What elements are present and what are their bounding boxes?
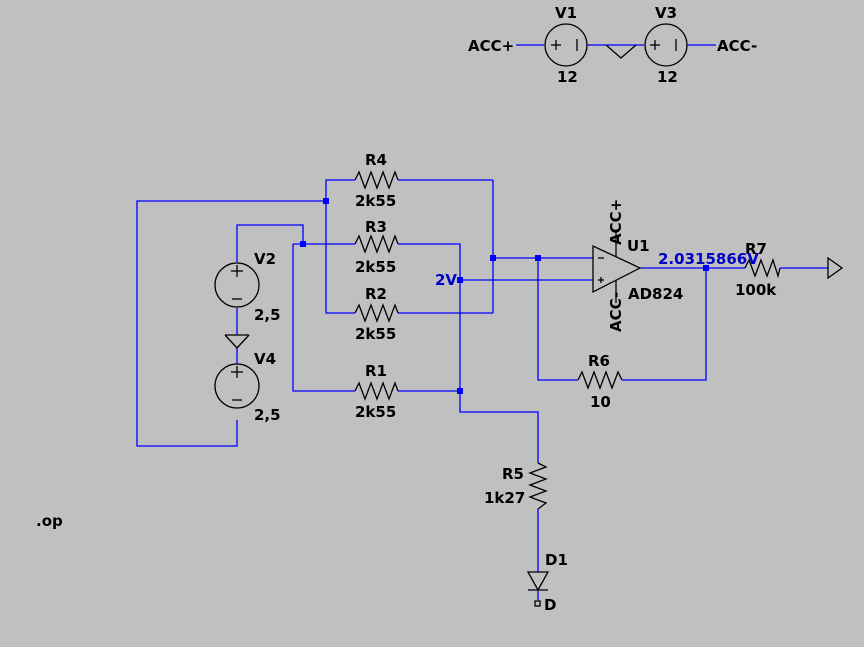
diode-d1[interactable] <box>526 571 550 592</box>
v3-name: V3 <box>655 4 677 22</box>
voltage-source-v4[interactable] <box>214 363 260 409</box>
r7-name: R7 <box>745 240 767 258</box>
resistor-r5[interactable] <box>528 462 548 510</box>
r5-name: R5 <box>502 465 524 483</box>
v4-value: 2,5 <box>254 406 281 424</box>
v2-name: V2 <box>254 250 276 268</box>
v1-name: V1 <box>555 4 577 22</box>
output-voltage-readout[interactable]: 2.0315866V <box>658 250 759 268</box>
r1-value: 2k55 <box>355 403 396 421</box>
spice-directive-op[interactable]: .op <box>36 512 63 530</box>
net-label-acc-minus-top[interactable]: ACC- <box>717 37 757 55</box>
voltage-source-v3[interactable] <box>644 23 688 67</box>
net-label-acc-plus-top[interactable]: ACC+ <box>468 37 514 55</box>
resistor-r2[interactable] <box>354 303 399 323</box>
resistor-r3[interactable] <box>354 234 399 254</box>
d1-name: D1 <box>545 551 568 569</box>
r1-name: R1 <box>365 362 387 380</box>
resistor-r1[interactable] <box>354 381 399 401</box>
output-terminal-icon[interactable] <box>827 256 844 280</box>
supply-section: ACC+ V1 12 V3 12 ACC- <box>468 4 757 86</box>
r6-name: R6 <box>588 352 610 370</box>
ground-symbol-mid <box>605 44 637 59</box>
net-terminal-d[interactable] <box>534 600 541 607</box>
u1-name: U1 <box>627 237 650 255</box>
r3-name: R3 <box>365 218 387 236</box>
r2-value: 2k55 <box>355 325 396 343</box>
resistor-r7[interactable] <box>744 257 781 279</box>
junction-dots <box>300 198 709 394</box>
r5-value: 1k27 <box>484 489 525 507</box>
r6-value: 10 <box>590 393 611 411</box>
r2-name: R2 <box>365 285 387 303</box>
node-voltage-2v[interactable]: 2V <box>435 271 457 289</box>
resistor-r4[interactable] <box>354 170 399 190</box>
ground-symbol-v2 <box>224 334 250 349</box>
r4-value: 2k55 <box>355 192 396 210</box>
net-label-d[interactable]: D <box>544 596 556 614</box>
v4-name: V4 <box>254 350 276 368</box>
voltage-source-v1[interactable] <box>544 23 588 67</box>
resistor-r6[interactable] <box>577 370 623 390</box>
v2-value: 2,5 <box>254 306 281 324</box>
r7-value: 100k <box>735 281 777 299</box>
u1-value: AD824 <box>628 285 683 303</box>
opamp-u1[interactable] <box>592 232 642 303</box>
v3-value: 12 <box>657 68 678 86</box>
net-label-acc-minus-opamp[interactable]: ACC- <box>607 292 625 332</box>
net-label-acc-plus-opamp[interactable]: ACC+ <box>607 199 625 245</box>
wires <box>136 179 828 600</box>
voltage-source-v2[interactable] <box>214 262 260 308</box>
r4-name: R4 <box>365 151 387 169</box>
r3-value: 2k55 <box>355 258 396 276</box>
v1-value: 12 <box>557 68 578 86</box>
